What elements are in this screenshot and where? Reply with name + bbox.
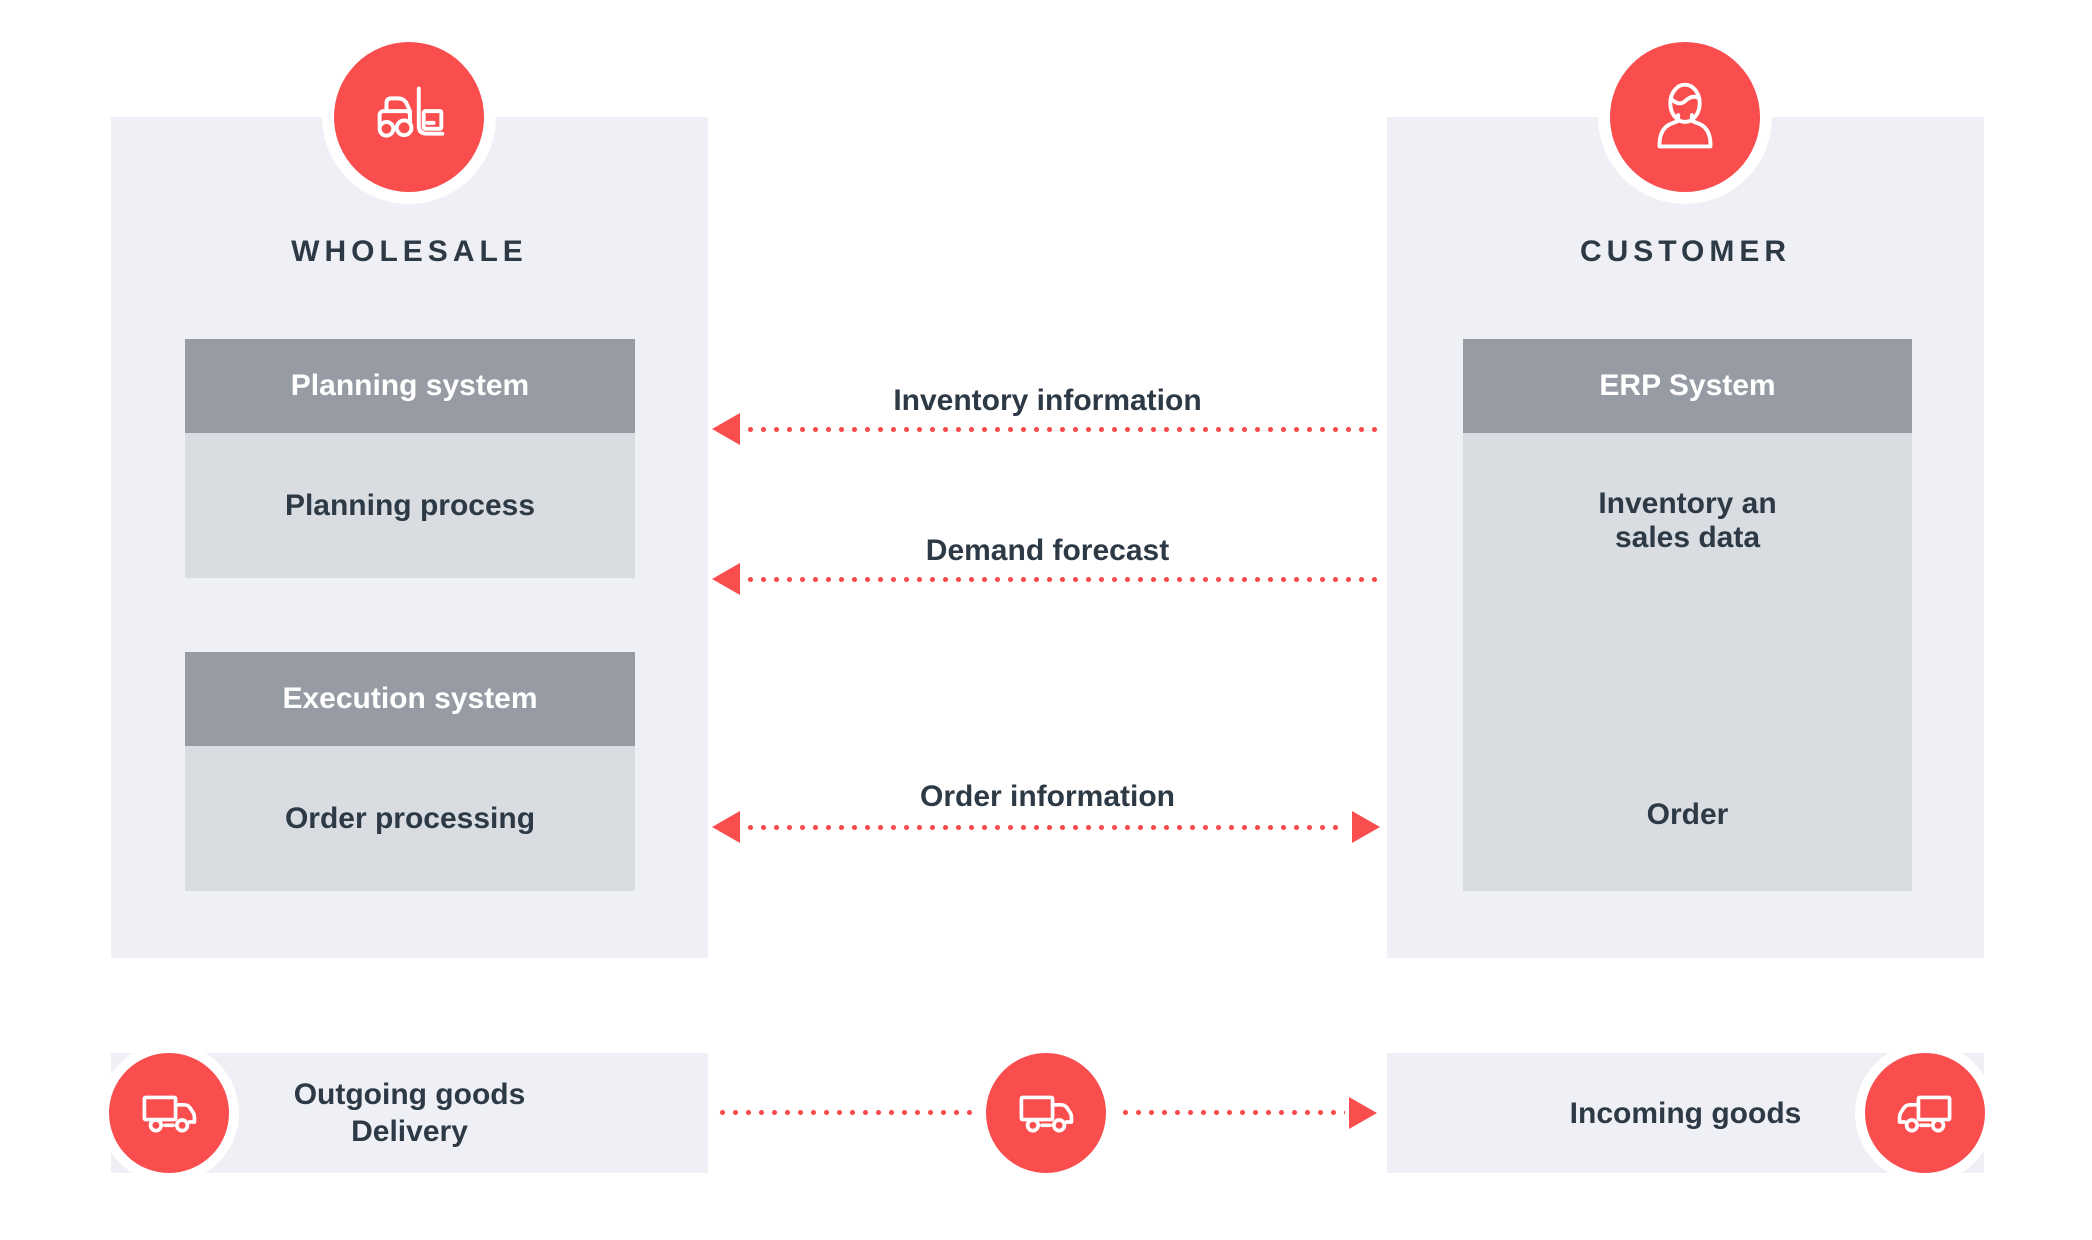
execution-system-box: Execution system Order processing (185, 652, 635, 891)
truck-icon (1897, 1095, 1952, 1133)
planning-process-body: Planning process (185, 433, 635, 578)
outgoing-goods-label-line2: Delivery (351, 1115, 468, 1148)
wholesale-badge (322, 30, 496, 204)
outgoing-goods-label-line1: Outgoing goods (293, 1078, 526, 1111)
flow-label-demand-forecast: Demand forecast (925, 534, 1170, 567)
truck-icon (1019, 1095, 1074, 1133)
incoming-truck-badge (1855, 1043, 1995, 1183)
execution-system-header: Execution system (185, 652, 635, 746)
arrowhead-right-icon (1349, 1097, 1377, 1129)
customer-badge (1598, 30, 1772, 204)
order-processing-body: Order processing (185, 746, 635, 891)
wholesale-title: WHOLESALE (291, 235, 528, 268)
flow-line-order-information (744, 825, 1344, 830)
planning-system-box: Planning system Planning process (185, 339, 635, 578)
customer-title: CUSTOMER (1579, 235, 1792, 268)
transit-truck-badge (976, 1043, 1116, 1183)
arrowhead-left-icon (712, 413, 740, 445)
person-icon (1657, 82, 1713, 149)
erp-system-header: ERP System (1463, 339, 1912, 433)
planning-system-header: Planning system (185, 339, 635, 433)
order-label: Order (1646, 798, 1729, 831)
erp-system-body: Inventory an sales data Order (1463, 433, 1912, 891)
truck-icon (142, 1095, 197, 1133)
outgoing-truck-badge (99, 1043, 239, 1183)
arrowhead-left-icon (712, 811, 740, 843)
flow-line-inventory-information (744, 427, 1384, 432)
forklift-icon (377, 86, 445, 138)
customer-panel: CUSTOMER ERP System Inventory an sales d… (1387, 117, 1984, 958)
arrowhead-right-icon (1352, 811, 1380, 843)
wholesale-panel: WHOLESALE Planning system Planning proce… (111, 117, 708, 958)
incoming-goods-label: Incoming goods (1569, 1096, 1802, 1130)
flow-label-inventory-information: Inventory information (893, 384, 1202, 417)
flow-line-demand-forecast (744, 577, 1384, 582)
flow-label-order-information: Order information (919, 780, 1175, 813)
inventory-sales-data-label: Inventory an sales data (1598, 487, 1777, 554)
erp-system-box: ERP System Inventory an sales data Order (1463, 339, 1912, 891)
arrowhead-left-icon (712, 563, 740, 595)
